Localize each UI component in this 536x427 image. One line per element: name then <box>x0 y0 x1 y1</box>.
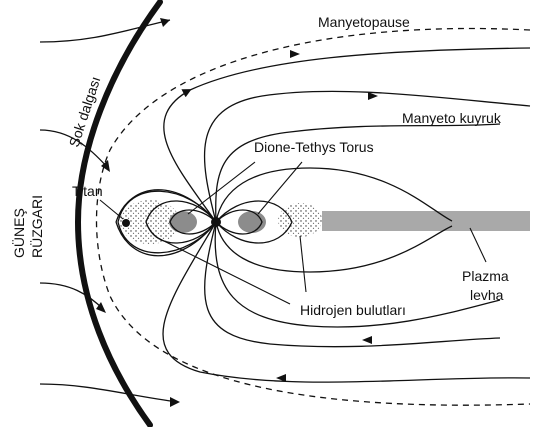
plasma-sheet <box>322 211 530 231</box>
hydrogen-cloud-right <box>278 203 322 237</box>
solar-wind-4 <box>40 384 178 402</box>
label-plazma: Plazma <box>462 268 509 284</box>
torus-left <box>169 211 197 233</box>
field-line-lower-3 <box>205 222 500 347</box>
titan-moon <box>122 219 130 227</box>
solar-wind-3 <box>40 283 104 310</box>
pointer-titan <box>100 200 123 219</box>
field-line-upper-4 <box>164 48 530 222</box>
pointer-plasma <box>470 228 486 262</box>
label-gunes: GÜNEŞ <box>10 208 27 258</box>
label-manyetopause: Manyetopause <box>318 14 410 30</box>
solar-wind-arrow-4 <box>170 397 180 407</box>
label-manyeto-kuyruk: Manyeto kuyruk <box>402 110 502 126</box>
solar-wind-arrow-1 <box>160 18 170 27</box>
pointer-hydrogen-left <box>158 238 290 304</box>
solar-wind-1 <box>40 20 170 42</box>
label-ruzgari: RÜZGARI <box>28 195 45 258</box>
label-dione-tethys-torus: Dione-Tethys Torus <box>254 139 374 155</box>
label-hidrojen-bulutlari: Hidrojen bulutları <box>300 302 406 318</box>
label-titan: Titan <box>72 183 103 199</box>
field-arrow-upper-4 <box>290 50 300 58</box>
pointer-hydrogen-right <box>300 236 306 292</box>
field-arrow-lower-3 <box>362 336 372 344</box>
label-levha: levha <box>470 287 504 303</box>
